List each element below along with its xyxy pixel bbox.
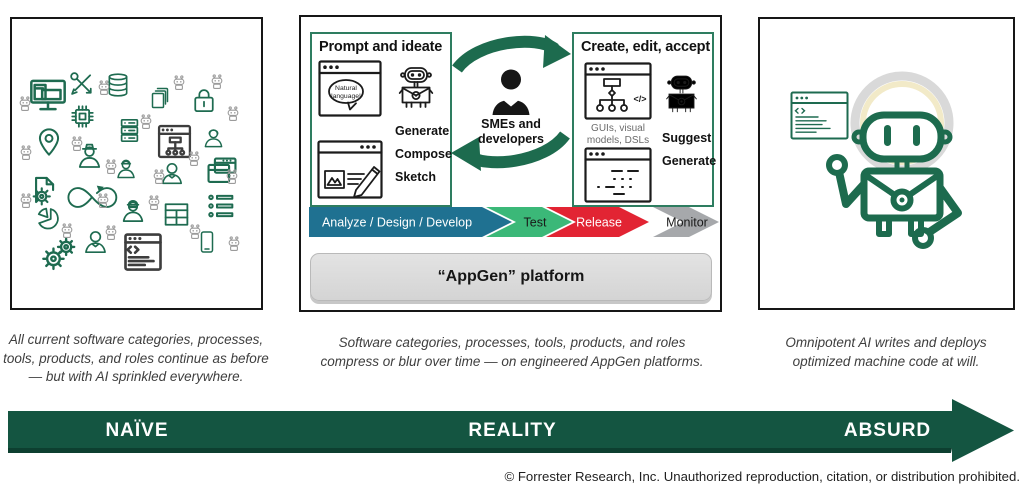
- browser-code-dashes-icon: [584, 147, 652, 203]
- ai-robot-icon: [139, 114, 153, 130]
- sme-person-icon: [492, 69, 530, 115]
- appgen-platform-bar: “AppGen” platform: [310, 253, 712, 301]
- code-window-icon: [790, 91, 849, 140]
- svg-text:Natural: Natural: [335, 85, 357, 92]
- location-pin-icon: [33, 126, 65, 158]
- ai-robot-icon: [18, 96, 32, 112]
- padlock-icon: [190, 86, 218, 114]
- svg-text:Test: Test: [524, 216, 547, 230]
- gears-icon: [40, 235, 78, 273]
- ai-robot-icon: [96, 193, 110, 209]
- compose-label: Compose: [395, 147, 452, 161]
- create-box-title: Create, edit, accept: [581, 39, 710, 55]
- sme-developers-label: SMEs and developers: [477, 117, 544, 146]
- file-gear-icon: [29, 173, 63, 207]
- test-chevron: [486, 207, 572, 237]
- code-glyph: </>: [633, 94, 646, 104]
- analyze-design-develop-chevron: [309, 207, 512, 237]
- svg-text:Analyze / Design / Develop: Analyze / Design / Develop: [322, 216, 472, 230]
- copyright-notice: © Forrester Research, Inc. Unauthorized …: [504, 469, 1021, 484]
- ai-robot-icon: [188, 224, 202, 240]
- absurd-panel: [758, 17, 1015, 310]
- absurd-caption: Omnipotent AI writes and deploys optimiz…: [785, 335, 987, 369]
- reality-caption: Software categories, processes, tools, p…: [320, 335, 704, 369]
- naive-panel: [10, 17, 263, 310]
- tools-icon: [68, 70, 96, 98]
- reality-panel: Prompt and ideate Natural language! Gene…: [299, 15, 722, 312]
- ai-robot-icon: [172, 75, 186, 91]
- ai-robot-icon: [152, 169, 166, 185]
- naive-caption: All current software categories, process…: [3, 332, 269, 385]
- sdlc-process-bar: Analyze / Design / Develop Test Release …: [309, 207, 719, 237]
- browser-flowchart-icon: </>: [584, 62, 652, 120]
- prompt-box-title: Prompt and ideate: [319, 39, 443, 55]
- generate-label: Generate: [395, 124, 450, 138]
- chip-icon: [68, 102, 97, 131]
- ai-robot-icon: [227, 236, 241, 252]
- iteration-cycle-arrows: [451, 35, 571, 171]
- ai-robot-icon: [147, 195, 161, 211]
- ai-robot-icon: [97, 80, 111, 96]
- robot-icon: [396, 66, 436, 112]
- ai-robot-icon: [104, 225, 118, 241]
- ai-robot-icon: [187, 151, 201, 167]
- code-window-icon: [122, 231, 164, 273]
- ai-robot-icon: [60, 223, 74, 239]
- devops-loop-icon: [64, 182, 122, 213]
- stage-label-absurd: ABSURD: [843, 420, 932, 441]
- table-icon: [162, 200, 191, 229]
- stage-label-reality: REALITY: [468, 420, 557, 441]
- browser-sketch-icon: [317, 140, 383, 199]
- gui-models-caption: GUIs, visual models, DSLs: [586, 123, 650, 146]
- generate-label: Generate: [662, 154, 717, 168]
- ai-robot-icon: [19, 145, 33, 161]
- hacker-icon: [119, 196, 147, 224]
- ai-robot-icon: [210, 74, 224, 90]
- omnipotent-robot-icon: [826, 111, 962, 249]
- ai-robot-icon: [70, 136, 84, 152]
- checklist-icon: [205, 190, 237, 222]
- suggest-label: Suggest: [662, 131, 712, 145]
- monitor-chevron: [653, 207, 719, 237]
- ai-robot-icon: [19, 193, 33, 209]
- svg-text:Monitor: Monitor: [666, 216, 708, 230]
- halo-robot-illustration: [790, 71, 962, 249]
- ai-robot-icon: [226, 106, 240, 122]
- robot-icon: [663, 74, 700, 117]
- documents-icon: [149, 86, 173, 110]
- browser-speech-bubble-icon: Natural language!: [318, 60, 382, 117]
- businesswoman-icon: [202, 126, 225, 149]
- sketch-label: Sketch: [395, 170, 436, 184]
- spectrum-arrow: [8, 399, 1014, 462]
- pie-chart-icon: [35, 205, 63, 233]
- svg-text:Release: Release: [576, 216, 622, 230]
- create-edit-accept-box: Create, edit, accept </> GUIs, visual mo…: [572, 32, 717, 207]
- prompt-and-ideate-box: Prompt and ideate Natural language! Gene…: [310, 32, 452, 207]
- monitor-icon: [28, 75, 68, 115]
- stage-label-naive: NAÏVE: [105, 420, 169, 441]
- release-chevron: [546, 207, 649, 237]
- ai-robot-icon: [225, 169, 239, 185]
- svg-text:language!: language!: [331, 93, 361, 100]
- ai-robot-icon: [104, 159, 118, 175]
